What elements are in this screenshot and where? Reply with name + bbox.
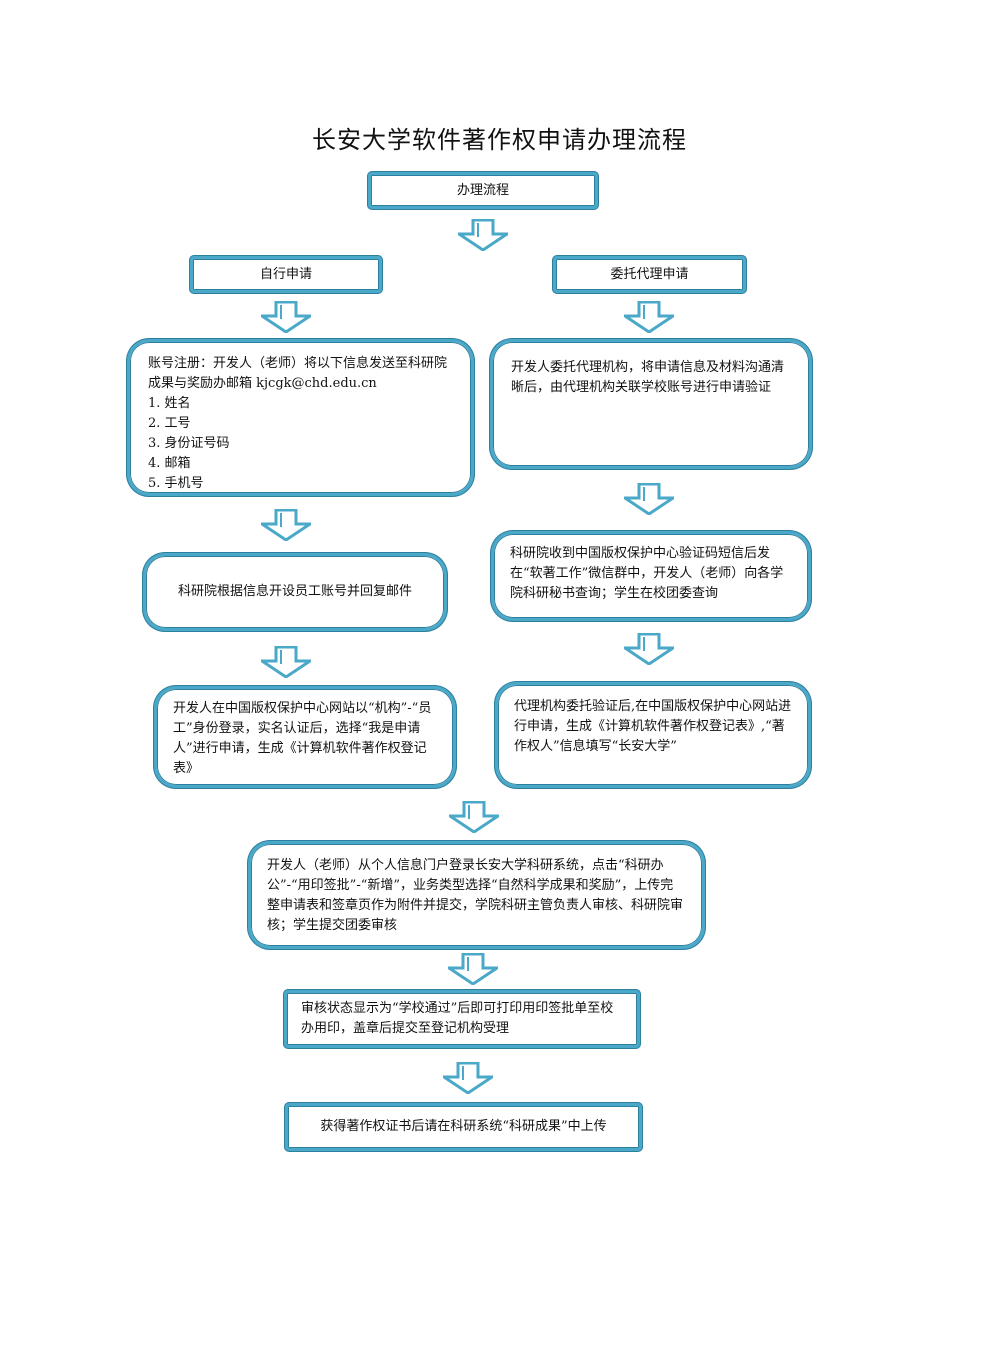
register-list: 1. 姓名 2. 工号 3. 身份证号码 4. 邮箱 5. 手机号 — [148, 394, 453, 494]
register-item: 2. 工号 — [148, 416, 191, 431]
down-arrow-icon — [261, 509, 311, 541]
agent-online-text: 代理机构委托验证后,在中国版权保护中心网站进行申请，生成《计算机软件著作权登记表… — [514, 699, 792, 754]
self-online-text: 开发人在中国版权保护中心网站以“机构”-“员工”身份登录，实名认证后，选择“我是… — [173, 701, 432, 776]
register-item: 3. 身份证号码 — [148, 436, 230, 451]
print-seal-box: 审核状态显示为“学校通过”后即可打印用印签批单至校办用印，盖章后提交至登记机构受… — [284, 990, 640, 1048]
down-arrow-icon — [443, 1062, 493, 1094]
register-item: 1. 姓名 — [148, 396, 191, 411]
upload-cert-text: 获得著作权证书后请在科研系统“科研成果”中上传 — [320, 1119, 607, 1134]
sms-code-text: 科研院收到中国版权保护中心验证码短信后发在“软著工作”微信群中，开发人（老师）向… — [510, 546, 784, 601]
self-online-box: 开发人在中国版权保护中心网站以“机构”-“员工”身份登录，实名认证后，选择“我是… — [154, 686, 456, 788]
down-arrow-icon — [261, 646, 311, 678]
down-arrow-icon — [624, 483, 674, 515]
down-arrow-icon — [449, 801, 499, 833]
self-apply-label: 自行申请 — [259, 266, 312, 282]
down-arrow-icon — [261, 301, 311, 333]
process-box: 办理流程 — [368, 172, 598, 209]
agent-apply-label: 委托代理申请 — [610, 266, 689, 282]
agent-online-box: 代理机构委托验证后,在中国版权保护中心网站进行申请，生成《计算机软件著作权登记表… — [495, 682, 811, 788]
agent-apply-box: 委托代理申请 — [553, 256, 746, 293]
down-arrow-icon — [458, 219, 508, 251]
register-box: 账号注册：开发人（老师）将以下信息发送至科研院成果与奖励办邮箱 kjcgk@ch… — [127, 339, 474, 496]
upload-cert-box: 获得著作权证书后请在科研系统“科研成果”中上传 — [285, 1103, 642, 1151]
print-seal-text: 审核状态显示为“学校通过”后即可打印用印签批单至校办用印，盖章后提交至登记机构受… — [301, 1001, 614, 1036]
self-apply-box: 自行申请 — [190, 256, 382, 293]
agent-verify-text: 开发人委托代理机构，将申请信息及材料沟通清晰后，由代理机构关联学校账号进行申请验… — [511, 360, 785, 395]
page-title: 长安大学软件著作权申请办理流程 — [312, 126, 687, 154]
process-label: 办理流程 — [456, 182, 509, 198]
register-intro: 账号注册：开发人（老师）将以下信息发送至科研院成果与奖励办邮箱 kjcgk@ch… — [148, 356, 448, 391]
down-arrow-icon — [624, 633, 674, 665]
seal-apply-box: 开发人（老师）从个人信息门户登录长安大学科研系统，点击“科研办公”-“用印签批”… — [248, 841, 705, 949]
down-arrow-icon — [624, 301, 674, 333]
seal-apply-text: 开发人（老师）从个人信息门户登录长安大学科研系统，点击“科研办公”-“用印签批”… — [267, 858, 684, 933]
register-item: 4. 邮箱 — [148, 456, 191, 471]
down-arrow-icon — [448, 953, 498, 985]
agent-verify-box: 开发人委托代理机构，将申请信息及材料沟通清晰后，由代理机构关联学校账号进行申请验… — [490, 339, 812, 469]
sms-code-box: 科研院收到中国版权保护中心验证码短信后发在“软著工作”微信群中，开发人（老师）向… — [491, 531, 811, 621]
register-item: 5. 手机号 — [148, 476, 204, 491]
open-account-box: 科研院根据信息开设员工账号并回复邮件 — [143, 553, 447, 631]
open-account-text: 科研院根据信息开设员工账号并回复邮件 — [177, 584, 412, 599]
